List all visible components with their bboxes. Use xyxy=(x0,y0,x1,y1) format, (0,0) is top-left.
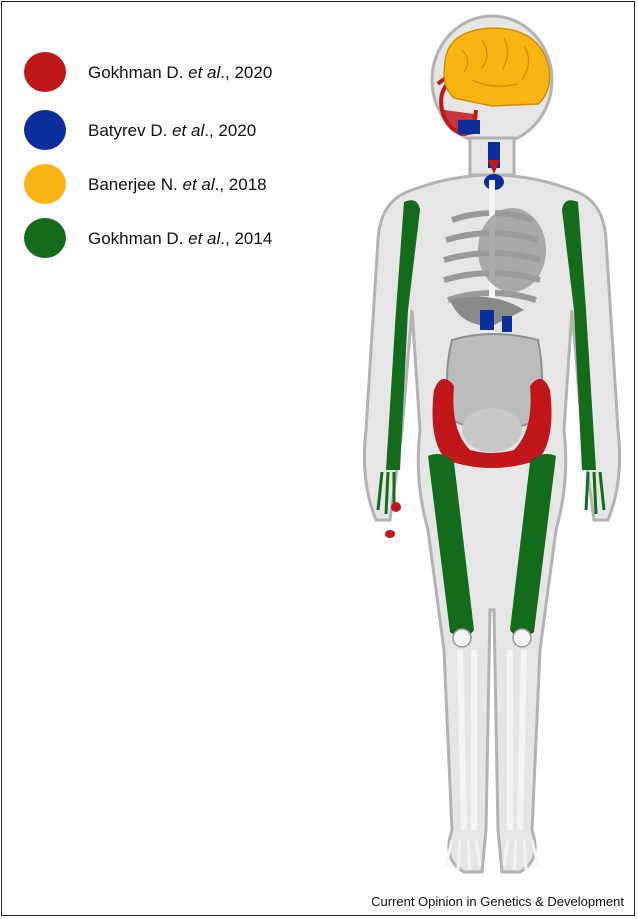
legend-dot-yellow xyxy=(24,164,66,204)
brain-yellow xyxy=(444,28,549,106)
pelvis-inner xyxy=(462,408,522,452)
legend-item-batyrev-2020: Batyrev D. et al., 2020 xyxy=(24,110,344,154)
legend-item-gokhman-2014: Gokhman D. et al., 2014 xyxy=(24,218,344,262)
legend-dot-green xyxy=(24,218,66,258)
legend-dot-blue xyxy=(24,110,66,150)
legend-item-gokhman-2020: Gokhman D. et al., 2020 xyxy=(24,52,344,96)
legend-item-banerjee-2018: Banerjee N. et al., 2018 xyxy=(24,164,344,208)
feet xyxy=(446,840,538,870)
legend-dot-red xyxy=(24,52,66,92)
legend-label: Batyrev D. et al., 2020 xyxy=(88,121,256,141)
legend-label: Gokhman D. et al., 2014 xyxy=(88,229,272,249)
legend-label: Banerjee N. et al., 2018 xyxy=(88,175,267,195)
heart-organ xyxy=(478,208,546,292)
figure-credit: Current Opinion in Genetics & Developmen… xyxy=(371,894,624,909)
human-body-illustration xyxy=(342,10,632,890)
legend-label: Gokhman D. et al., 2020 xyxy=(88,63,272,83)
knee-caps xyxy=(453,629,531,647)
